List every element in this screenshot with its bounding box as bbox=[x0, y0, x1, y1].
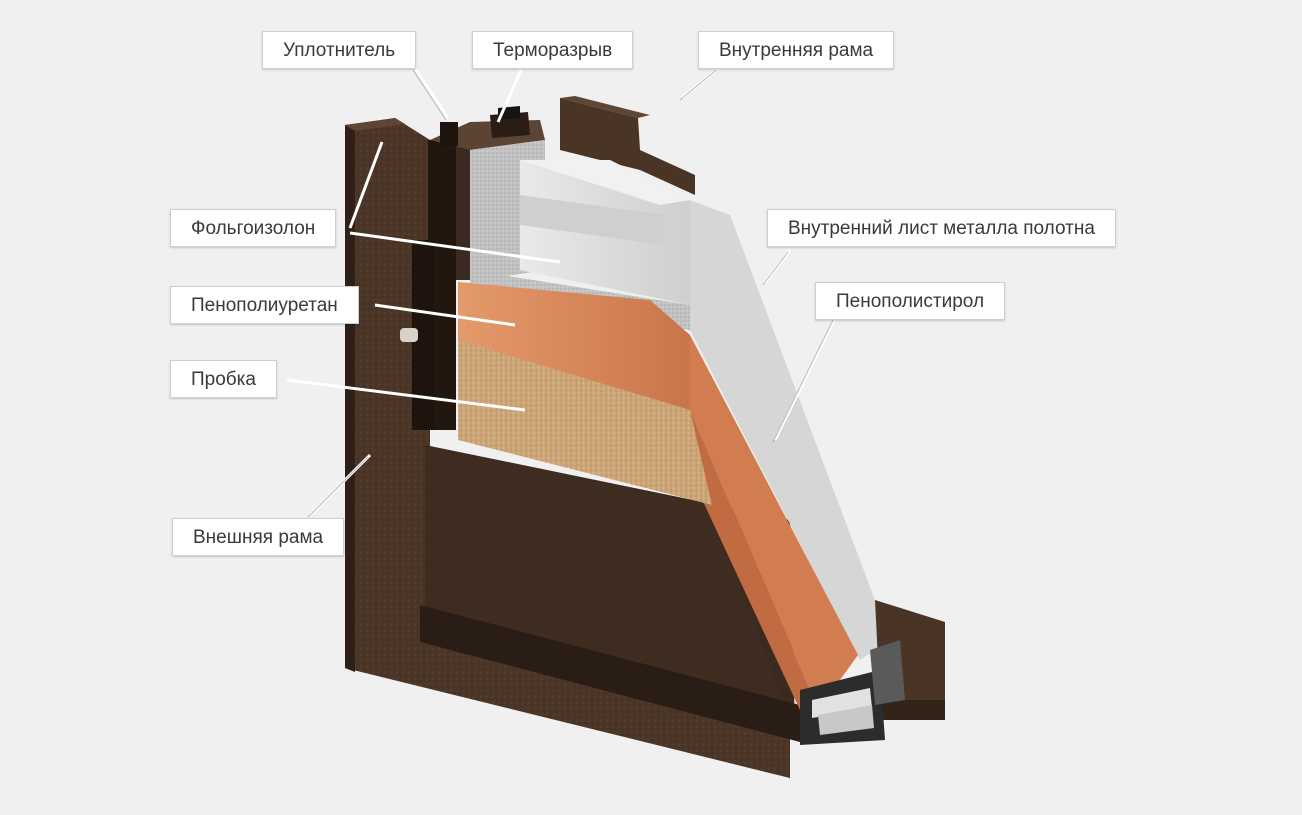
leader-lines-shadow bbox=[307, 69, 834, 518]
leader-polystyrene bbox=[773, 317, 837, 441]
label-polyurethane-foam: Пенополиуретан bbox=[170, 286, 359, 324]
leader-seal bbox=[413, 67, 450, 119]
label-inner-frame: Внутренняя рама bbox=[698, 31, 895, 69]
label-thermal-break: Терморазрыв bbox=[472, 31, 634, 69]
leader-thermal-break bbox=[496, 67, 524, 123]
label-polystyrene-foam: Пенополистирол bbox=[815, 282, 1006, 320]
inner-frame bbox=[560, 96, 695, 195]
leader-polyurethane bbox=[374, 303, 516, 327]
cork-layer bbox=[458, 340, 712, 505]
seal-profile bbox=[400, 120, 545, 430]
thermal-break bbox=[490, 106, 530, 138]
outer-frame bbox=[345, 118, 790, 778]
leader-foil-isolon bbox=[348, 141, 561, 264]
polystyrene-layer bbox=[520, 160, 890, 660]
label-inner-metal-sheet: Внутренний лист металла полотна bbox=[767, 209, 1116, 247]
label-seal: Уплотнитель bbox=[262, 31, 417, 69]
label-cork: Пробка bbox=[170, 360, 277, 398]
leader-cork bbox=[286, 378, 526, 412]
label-foil-isolon: Фольгоизолон bbox=[170, 209, 337, 247]
bottom-profile bbox=[800, 600, 945, 745]
door-leaf-front-panel bbox=[420, 445, 800, 742]
label-outer-frame: Внешняя рама bbox=[172, 518, 345, 556]
